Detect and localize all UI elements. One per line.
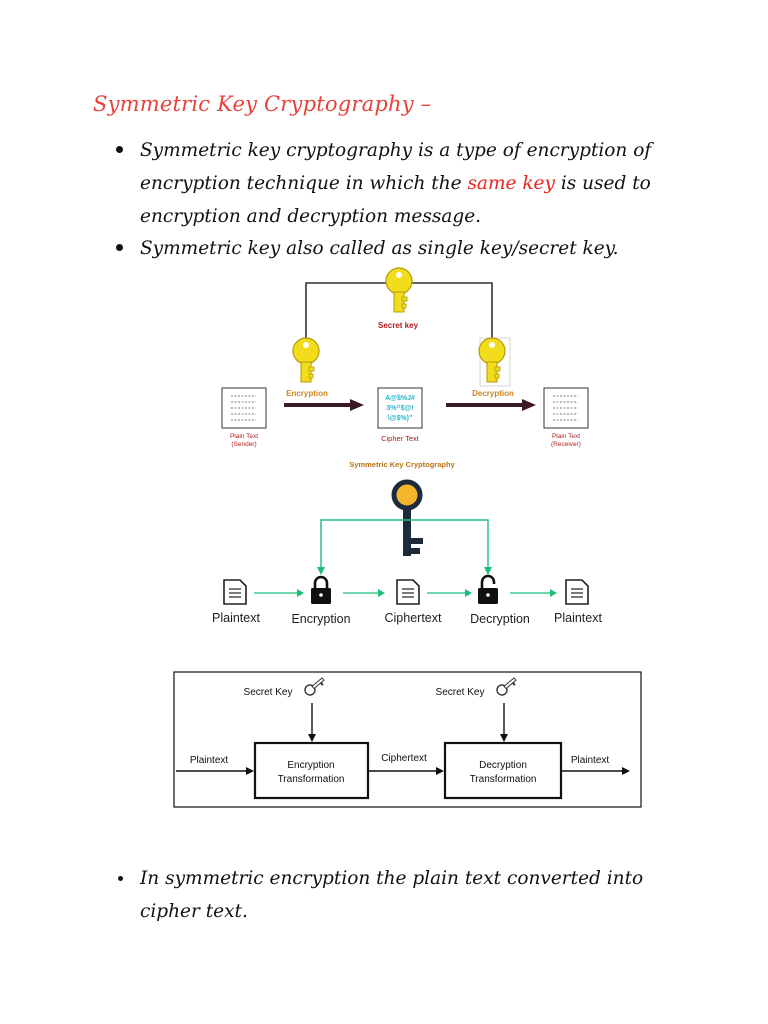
bullet-dot	[118, 876, 123, 881]
receiver-label: (Receiver)	[551, 441, 581, 448]
bullet-line: encryption and decryption message.	[140, 206, 482, 227]
document-icon	[565, 579, 589, 605]
bullet-dot	[116, 244, 123, 251]
cipher-glyphs: A@$%J#	[385, 395, 415, 402]
cipher-glyphs: 3%^$@!	[386, 404, 413, 412]
step-label: Plaintext	[212, 611, 260, 625]
bullet-line: Symmetric key also called as single key/…	[140, 238, 619, 259]
document-icon	[221, 387, 267, 429]
ciphertext-label: Ciphertext	[381, 753, 427, 764]
step-label: Ciphertext	[385, 611, 442, 625]
bullet-line: encryption technique in which the same k…	[140, 173, 651, 194]
encryption-label: Encryption	[286, 389, 328, 398]
sender-label: Plain Text	[230, 433, 258, 440]
step-label: Encryption	[291, 612, 350, 626]
cipher-box	[377, 387, 423, 429]
step-label: Plaintext	[554, 611, 602, 625]
box-label: Decryption	[479, 760, 527, 771]
decryption-label: Decryption	[472, 389, 514, 398]
secret-key-label: Secret Key	[436, 687, 485, 698]
bullet-line: Symmetric key cryptography is a type of …	[140, 140, 652, 161]
bullet-line: In symmetric encryption the plain text c…	[140, 868, 644, 889]
box-label: Transformation	[470, 774, 537, 785]
secret-key-icon	[385, 267, 413, 313]
box-label: Transformation	[278, 774, 345, 785]
bullet-line: cipher text.	[140, 901, 248, 922]
key-icon	[496, 677, 517, 696]
arrow-right-icon	[350, 399, 364, 411]
receiver-label: Plain Text	[552, 433, 580, 440]
plaintext-output-label: Plaintext	[571, 755, 610, 766]
document-icon	[396, 579, 420, 605]
cipher-text-label: Cipher Text	[381, 434, 420, 443]
lock-icon	[311, 575, 331, 604]
encryption-transformation-box	[253, 741, 370, 800]
document-icon	[543, 387, 589, 429]
sender-label: (Sender)	[231, 441, 256, 448]
cipher-glyphs: \@$%)"	[388, 415, 413, 422]
diagram-caption: Symmetric Key Cryptography	[349, 460, 455, 469]
key-icon	[391, 479, 423, 556]
bullet-dot	[116, 146, 123, 153]
highlight-same-key: same key	[467, 173, 555, 194]
encryption-key-icon	[292, 337, 320, 383]
unlock-icon	[478, 574, 498, 604]
box-label: Encryption	[287, 760, 334, 771]
page-title: Symmetric Key Cryptography –	[93, 92, 432, 116]
secret-key-label: Secret key	[378, 321, 419, 330]
transformation-diagram-frame	[173, 671, 642, 808]
arrow-right-icon	[522, 399, 536, 411]
document-icon	[223, 579, 247, 605]
decryption-key-icon	[478, 337, 511, 387]
plaintext-input-label: Plaintext	[190, 755, 229, 766]
step-label: Decryption	[470, 612, 530, 626]
secret-key-label: Secret Key	[244, 687, 293, 698]
key-icon	[304, 677, 325, 696]
